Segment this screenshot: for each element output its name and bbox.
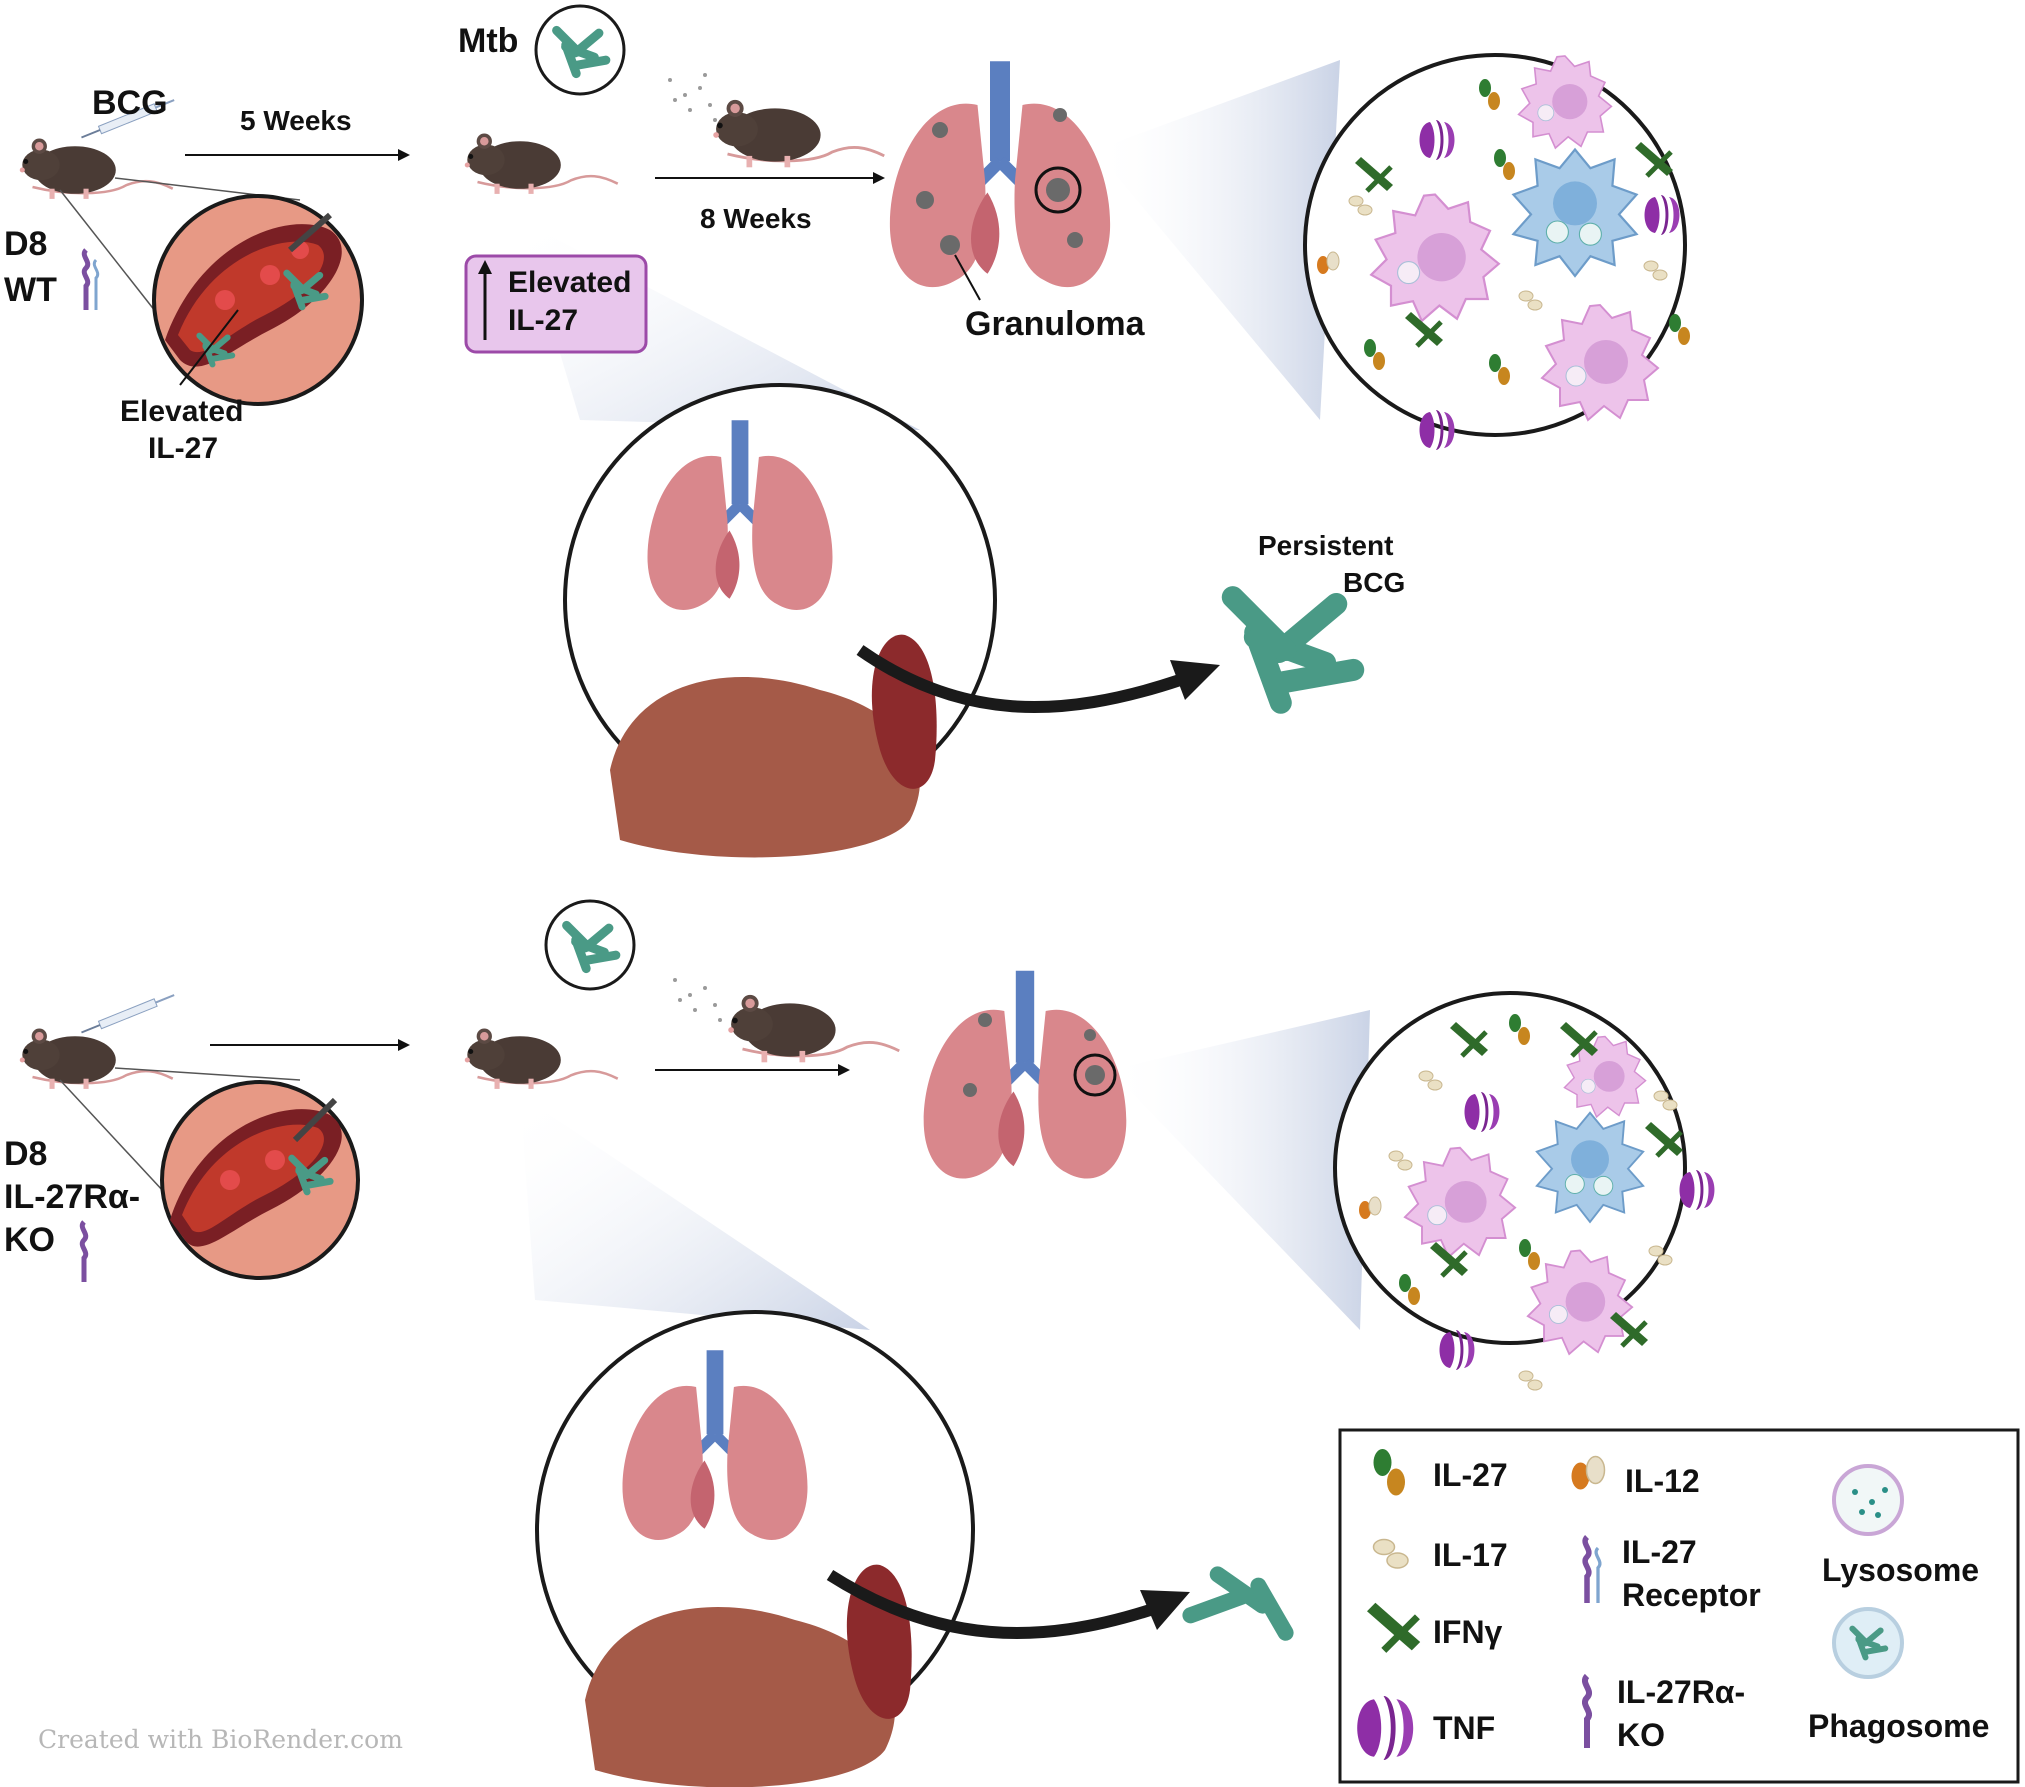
zoom-fan-granuloma bbox=[1095, 60, 1340, 420]
lysosome-icon bbox=[1832, 1464, 1904, 1536]
age-label: D8 bbox=[4, 1135, 47, 1173]
syringe-icon bbox=[78, 990, 177, 1038]
persistent-label-line1: Persistent bbox=[1258, 530, 1393, 561]
badge-line2: IL-27 bbox=[508, 304, 578, 337]
granuloma-spots bbox=[963, 1013, 1105, 1097]
infected-lungs-icon bbox=[890, 61, 1110, 287]
legend-phagosome: Phagosome bbox=[1808, 1708, 1989, 1744]
legend-lysosome: Lysosome bbox=[1822, 1552, 1979, 1588]
elevated-il27-badge: Elevated IL-27 bbox=[464, 254, 648, 354]
neonate-mouse-icon bbox=[18, 1027, 175, 1091]
granuloma-label: Granuloma bbox=[965, 305, 1146, 343]
organs-magnifier bbox=[535, 1310, 975, 1787]
granuloma-spots bbox=[916, 108, 1083, 255]
aerosol-mouse-icon bbox=[726, 993, 901, 1064]
organs-magnifier bbox=[563, 383, 997, 857]
legend-ko-line2: KO bbox=[1617, 1717, 1665, 1753]
il27-ra-ko-icon bbox=[1585, 1676, 1589, 1748]
legend-receptor-line2: Receptor bbox=[1622, 1577, 1761, 1613]
persistent-bcg-cluster-icon bbox=[1217, 582, 1366, 717]
legend-ifng: IFNγ bbox=[1433, 1614, 1503, 1650]
vessel-label-line1: Elevated bbox=[120, 395, 243, 428]
arrowhead bbox=[1140, 1590, 1190, 1630]
legend-tnf: TNF bbox=[1433, 1710, 1495, 1746]
arrowhead bbox=[398, 149, 410, 161]
legend-ko-line1: IL-27Rα- bbox=[1617, 1674, 1745, 1710]
genotype-label-line1: IL-27Rα- bbox=[4, 1178, 140, 1216]
granuloma-magnifier bbox=[1333, 991, 1715, 1391]
zoom-line bbox=[59, 189, 171, 331]
legend-il12: IL-12 bbox=[1625, 1463, 1700, 1499]
interval-1-label: 5 Weeks bbox=[240, 105, 352, 136]
genotype-label-line2: KO bbox=[4, 1221, 55, 1259]
neonate-mouse-icon bbox=[18, 137, 175, 201]
reduced-bcg-icon bbox=[1180, 1563, 1297, 1644]
pointer-line bbox=[954, 254, 981, 301]
bcg-label: BCG bbox=[92, 84, 168, 122]
persistent-label-line2: BCG bbox=[1343, 567, 1405, 598]
bottom-panel: D8 IL-27Rα- KO bbox=[4, 899, 1715, 1787]
arrowhead bbox=[1170, 660, 1220, 700]
adult-mouse-icon bbox=[463, 132, 620, 196]
il27-receptor-icon bbox=[84, 250, 97, 310]
age-label: D8 bbox=[4, 225, 47, 263]
legend: IL-27 IL-12 IL-17 IFNγ TNF IL-27 Recepto… bbox=[1338, 1428, 2020, 1784]
legend-receptor-line1: IL-27 bbox=[1622, 1534, 1697, 1570]
blood-vessel-magnifier bbox=[152, 194, 364, 406]
adult-mouse-icon bbox=[463, 1027, 620, 1091]
granuloma-highlight bbox=[1034, 166, 1082, 214]
persistence-arrow bbox=[856, 645, 1182, 714]
badge-line1: Elevated bbox=[508, 266, 631, 299]
granuloma-magnifier bbox=[1303, 53, 1690, 450]
phagosome-icon bbox=[1832, 1607, 1904, 1679]
legend-box bbox=[1338, 1428, 2020, 1784]
aerosol-dots bbox=[673, 978, 722, 1022]
vessel-label-line2: IL-27 bbox=[148, 432, 218, 465]
aerosol-mouse-icon bbox=[711, 98, 886, 169]
granuloma-highlight bbox=[1073, 1053, 1117, 1097]
arrowhead bbox=[873, 172, 885, 184]
mtb-label: Mtb bbox=[458, 22, 518, 60]
top-panel: BCG D8 WT Elevated IL-27 5 Weeks Mtb bbox=[4, 4, 1690, 857]
legend-il17: IL-17 bbox=[1433, 1537, 1508, 1573]
zoom-line bbox=[114, 1067, 301, 1081]
persistence-arrow bbox=[826, 1569, 1152, 1639]
blood-vessel-magnifier bbox=[160, 1080, 360, 1280]
arrowhead bbox=[398, 1039, 410, 1051]
genotype-label: WT bbox=[4, 271, 57, 309]
pointer-line bbox=[179, 309, 239, 386]
aerosol-dots bbox=[668, 73, 717, 122]
zoom-fan-organs bbox=[520, 1095, 870, 1330]
legend-il27: IL-27 bbox=[1433, 1457, 1508, 1493]
interval-2-label: 8 Weeks bbox=[700, 203, 812, 234]
arrowhead bbox=[838, 1064, 850, 1076]
credit-text: Created with BioRender.com bbox=[38, 1725, 403, 1754]
zoom-fan-granuloma bbox=[1110, 1010, 1370, 1330]
il27-ra-ko-icon bbox=[82, 1222, 85, 1282]
